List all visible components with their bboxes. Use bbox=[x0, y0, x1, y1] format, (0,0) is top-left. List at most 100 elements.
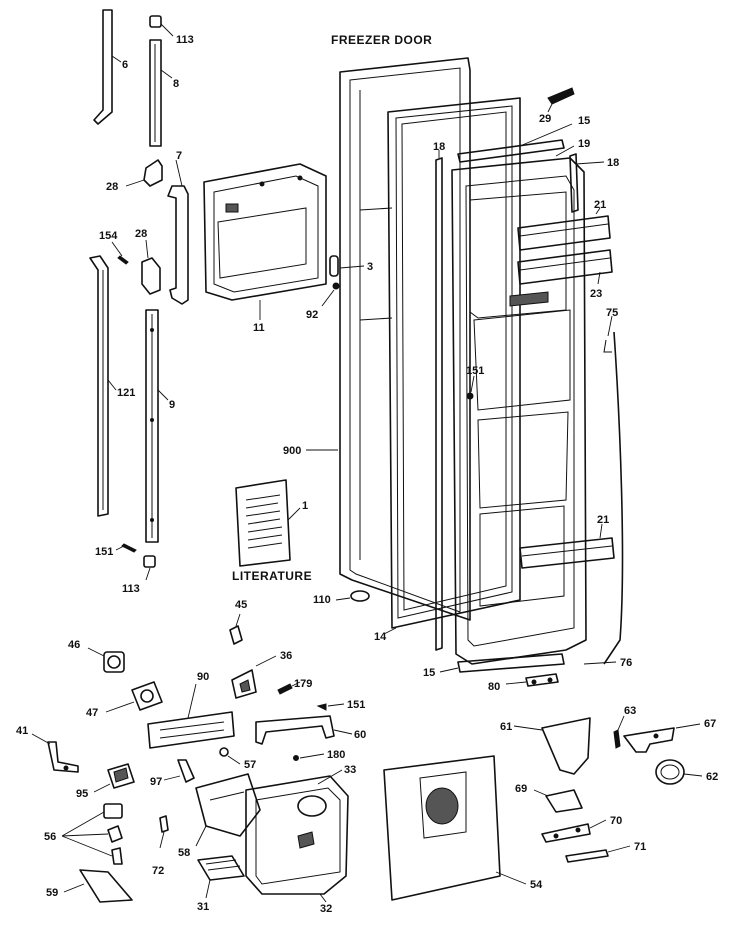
callout-11: 11 bbox=[253, 322, 265, 334]
part-154-screw bbox=[111, 241, 129, 265]
part-15-top-cap bbox=[457, 123, 573, 163]
callout-7: 7 bbox=[176, 150, 182, 162]
callout-15-top: 15 bbox=[578, 115, 590, 127]
callout-76: 76 bbox=[620, 657, 632, 669]
door-liner bbox=[451, 157, 587, 665]
part-14-door-gasket bbox=[383, 97, 521, 635]
part-180-spring bbox=[293, 753, 325, 761]
callout-60: 60 bbox=[354, 729, 366, 741]
part-63-screw bbox=[613, 715, 625, 749]
part-151-screw-lower bbox=[316, 703, 345, 711]
callout-57: 57 bbox=[244, 759, 256, 771]
part-21-shelf-lower bbox=[519, 523, 615, 569]
callout-69: 69 bbox=[515, 783, 527, 795]
part-18-right-strip bbox=[569, 153, 605, 213]
part-95-motor bbox=[93, 763, 135, 793]
callout-21-lower: 21 bbox=[597, 514, 609, 526]
part-29-clip bbox=[547, 87, 575, 113]
callout-28-upper: 28 bbox=[106, 181, 118, 193]
part-3-plug bbox=[329, 255, 365, 277]
callout-45: 45 bbox=[235, 599, 247, 611]
callout-62: 62 bbox=[706, 771, 718, 783]
callout-54: 54 bbox=[530, 879, 543, 891]
callout-59: 59 bbox=[46, 887, 58, 899]
callout-33: 33 bbox=[344, 764, 356, 776]
callout-63: 63 bbox=[624, 705, 636, 717]
callout-113: 113 bbox=[176, 34, 194, 46]
callout-92: 92 bbox=[306, 309, 318, 321]
callout-labels: 113 6 8 7 28 28 154 11 92 3 121 9 900 1 … bbox=[16, 34, 718, 915]
part-97-paddle bbox=[163, 759, 195, 783]
part-57-nut bbox=[219, 747, 241, 765]
callout-32: 32 bbox=[320, 903, 332, 915]
part-31-grille bbox=[197, 855, 245, 899]
part-151-screw-mid bbox=[466, 375, 475, 400]
callout-47: 47 bbox=[86, 707, 98, 719]
callout-75: 75 bbox=[606, 307, 618, 319]
part-28-lower-bracket bbox=[141, 239, 161, 295]
part-900-outer-door bbox=[306, 57, 471, 621]
part-23-shelf bbox=[517, 249, 613, 285]
callout-1: 1 bbox=[302, 500, 308, 512]
part-113-cap-top bbox=[149, 15, 174, 37]
callout-90: 90 bbox=[197, 671, 209, 683]
callout-180: 180 bbox=[327, 749, 345, 761]
part-15-bottom-cap bbox=[439, 653, 565, 673]
part-72-clip bbox=[159, 815, 169, 849]
part-179-screw bbox=[277, 681, 301, 695]
part-110-bumper bbox=[335, 590, 370, 602]
part-41-arm bbox=[31, 733, 79, 773]
literature-label: LITERATURE bbox=[232, 569, 312, 583]
callout-8: 8 bbox=[173, 78, 179, 90]
callout-61: 61 bbox=[500, 721, 512, 733]
part-92-screw bbox=[321, 282, 340, 307]
callout-41: 41 bbox=[16, 725, 28, 737]
part-75-tube bbox=[603, 315, 624, 665]
part-32-ice-bucket bbox=[245, 775, 349, 903]
callout-95: 95 bbox=[76, 788, 88, 800]
part-62-ring bbox=[655, 759, 703, 785]
part-11-recess-frame bbox=[203, 163, 327, 320]
part-47-bezel bbox=[105, 681, 163, 713]
part-7-handle bbox=[167, 159, 189, 305]
callout-70: 70 bbox=[610, 815, 622, 827]
part-58-housing bbox=[195, 773, 261, 847]
callout-58: 58 bbox=[178, 847, 190, 859]
part-59-drip-tray bbox=[63, 869, 133, 903]
callout-151-mid: 151 bbox=[466, 365, 484, 377]
part-21-shelf-upper bbox=[517, 207, 611, 251]
callout-80: 80 bbox=[488, 681, 500, 693]
callout-121: 121 bbox=[117, 387, 135, 399]
callout-31: 31 bbox=[197, 901, 209, 913]
part-71-strip bbox=[565, 845, 631, 863]
part-67-bracket bbox=[623, 723, 701, 753]
callout-29: 29 bbox=[539, 113, 551, 125]
part-9-lower-channel bbox=[145, 309, 169, 543]
callout-71: 71 bbox=[634, 841, 646, 853]
part-36-lever bbox=[231, 655, 277, 699]
callout-46: 46 bbox=[68, 639, 80, 651]
callout-900: 900 bbox=[283, 445, 301, 457]
callout-56: 56 bbox=[44, 831, 56, 843]
part-6-upper-trim bbox=[93, 9, 122, 125]
callout-151-lower: 151 bbox=[347, 699, 365, 711]
callout-18-right: 18 bbox=[607, 157, 619, 169]
callout-15-bottom: 15 bbox=[423, 667, 435, 679]
callout-6: 6 bbox=[122, 59, 128, 71]
callout-3: 3 bbox=[367, 261, 373, 273]
callout-19: 19 bbox=[578, 138, 590, 150]
part-54-dispenser-cover bbox=[383, 755, 527, 901]
part-8-upper-channel bbox=[149, 39, 173, 147]
callout-110: 110 bbox=[313, 594, 331, 606]
callout-154: 154 bbox=[99, 230, 118, 242]
part-33-auger bbox=[317, 769, 343, 785]
part-56-parts bbox=[61, 803, 123, 865]
callout-113-bottom: 113 bbox=[122, 583, 140, 595]
part-1-literature bbox=[235, 479, 301, 567]
part-151-screw-left bbox=[115, 543, 137, 553]
callout-151-left: 151 bbox=[95, 546, 113, 558]
part-19-bracket bbox=[555, 145, 575, 157]
callout-18-left: 18 bbox=[433, 141, 445, 153]
part-61-chute bbox=[513, 717, 591, 775]
